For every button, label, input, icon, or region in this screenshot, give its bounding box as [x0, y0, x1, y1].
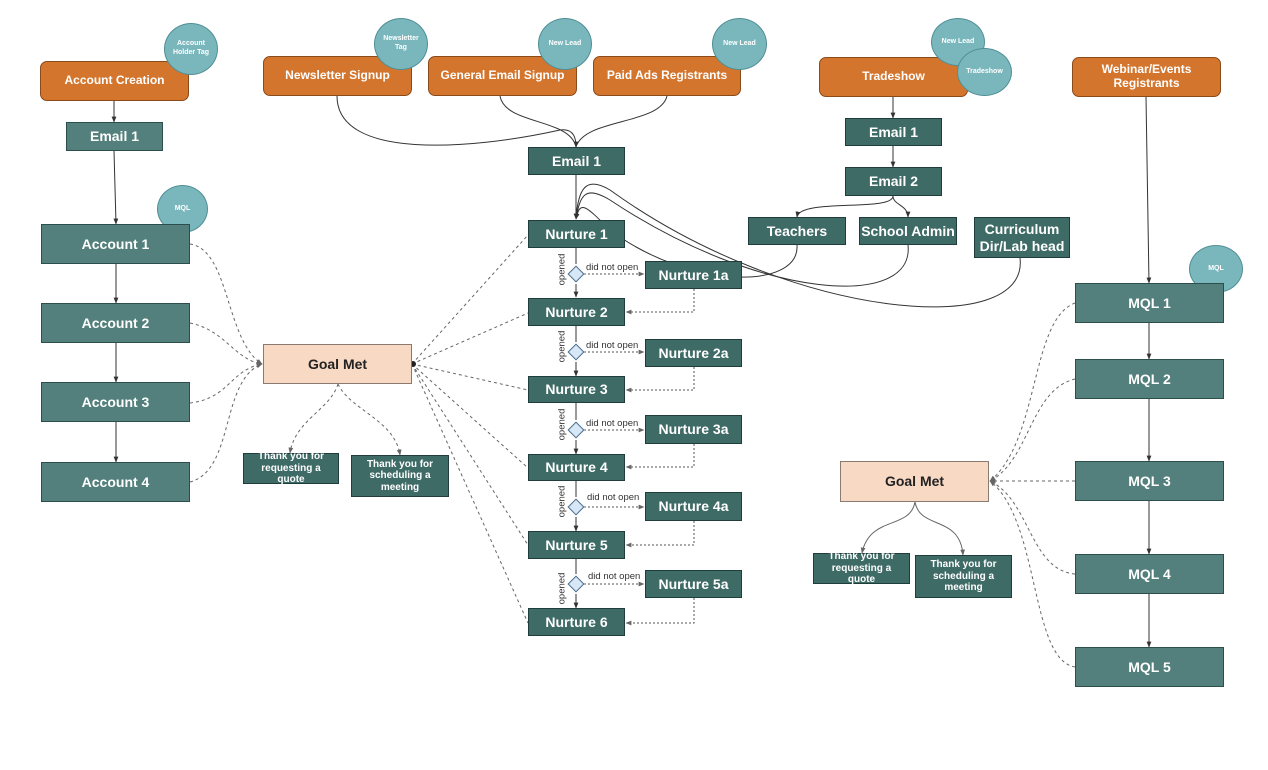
nurture-4-step[interactable]: Nurture 4 — [528, 454, 625, 481]
did-not-open-lines — [584, 271, 645, 587]
nurture-3a-step[interactable]: Nurture 3a — [645, 415, 742, 444]
mql-goal-lines — [989, 302, 1076, 668]
goal-met-left[interactable]: Goal Met — [263, 344, 412, 384]
goal-met-right[interactable]: Goal Met — [840, 461, 989, 502]
account-email-1[interactable]: Email 1 — [66, 122, 163, 151]
mql-1-step[interactable]: MQL 1 — [1075, 283, 1224, 323]
mql-3-step[interactable]: MQL 3 — [1075, 461, 1224, 501]
general-email-signup-source[interactable]: General Email Signup — [428, 56, 577, 96]
opened-label-4: opened — [556, 485, 568, 518]
goal-left-outcome-lines — [288, 383, 402, 456]
did-not-open-label-1: did not open — [586, 262, 639, 273]
nurture-1-step[interactable]: Nurture 1 — [528, 220, 625, 248]
account-1-step[interactable]: Account 1 — [41, 224, 190, 264]
segment-return-lines — [574, 183, 1021, 308]
opened-label-3: opened — [556, 408, 568, 441]
account-track-lines — [111, 101, 119, 463]
did-not-open-label-3: did not open — [586, 418, 639, 429]
thank-you-meeting-left[interactable]: Thank you for scheduling a meeting — [351, 455, 449, 497]
opened-label-5: opened — [556, 572, 568, 605]
opened-label-2: opened — [556, 330, 568, 363]
school-admin-segment[interactable]: School Admin — [859, 217, 957, 245]
thank-you-quote-left[interactable]: Thank you for requesting a quote — [243, 451, 339, 485]
account-4-step[interactable]: Account 4 — [41, 462, 190, 502]
goal-right-outcome-lines — [860, 501, 965, 556]
account-creation-label: Account Creation — [64, 73, 165, 88]
account-holder-tag[interactable]: Account Holder Tag — [164, 23, 218, 75]
did-not-open-label-4: did not open — [587, 492, 640, 503]
paid-ads-registrants-source[interactable]: Paid Ads Registrants — [593, 56, 741, 96]
account-creation-source[interactable]: Account Creation — [40, 61, 189, 101]
source-merge-lines — [336, 95, 668, 148]
nurture-5a-step[interactable]: Nurture 5a — [645, 570, 742, 598]
nurture-4a-step[interactable]: Nurture 4a — [645, 492, 742, 521]
account-2-step[interactable]: Account 2 — [41, 303, 190, 343]
tradeshow-email-1[interactable]: Email 1 — [845, 118, 942, 146]
nurture-2a-step[interactable]: Nurture 2a — [645, 339, 742, 367]
newsletter-tag[interactable]: Newsletter Tag — [374, 18, 428, 70]
nurture-5-step[interactable]: Nurture 5 — [528, 531, 625, 559]
did-not-open-label-5: did not open — [588, 571, 641, 582]
webinar-registrants-source[interactable]: Webinar/Events Registrants — [1072, 57, 1221, 97]
tradeshow-lines — [795, 97, 911, 218]
mql-2-step[interactable]: MQL 2 — [1075, 359, 1224, 399]
account-3-step[interactable]: Account 3 — [41, 382, 190, 422]
nurture-email-1[interactable]: Email 1 — [528, 147, 625, 175]
return-lines — [625, 289, 695, 626]
nurture-goal-lines — [411, 234, 529, 624]
tradeshow-source[interactable]: Tradeshow — [819, 57, 968, 97]
nurture-2-step[interactable]: Nurture 2 — [528, 298, 625, 326]
mql-5-step[interactable]: MQL 5 — [1075, 647, 1224, 687]
thank-you-meeting-right[interactable]: Thank you for scheduling a meeting — [915, 555, 1012, 598]
new-lead-tag-paid[interactable]: New Lead — [712, 18, 767, 70]
mql-lines — [1145, 96, 1152, 648]
did-not-open-label-2: did not open — [586, 340, 639, 351]
account-goal-lines — [189, 243, 263, 483]
thank-you-quote-right[interactable]: Thank you for requesting a quote — [813, 551, 910, 585]
new-lead-tag-general[interactable]: New Lead — [538, 18, 592, 70]
nurture-1a-step[interactable]: Nurture 1a — [645, 261, 742, 289]
tradeshow-tag[interactable]: Tradeshow — [957, 48, 1012, 96]
opened-label-1: opened — [556, 253, 568, 286]
nurture-3-step[interactable]: Nurture 3 — [528, 376, 625, 403]
curriculum-segment[interactable]: Curriculum Dir/Lab head — [974, 217, 1070, 258]
nurture-6-step[interactable]: Nurture 6 — [528, 608, 625, 636]
mql-4-step[interactable]: MQL 4 — [1075, 554, 1224, 594]
teachers-segment[interactable]: Teachers — [748, 217, 846, 245]
tradeshow-email-2[interactable]: Email 2 — [845, 167, 942, 196]
